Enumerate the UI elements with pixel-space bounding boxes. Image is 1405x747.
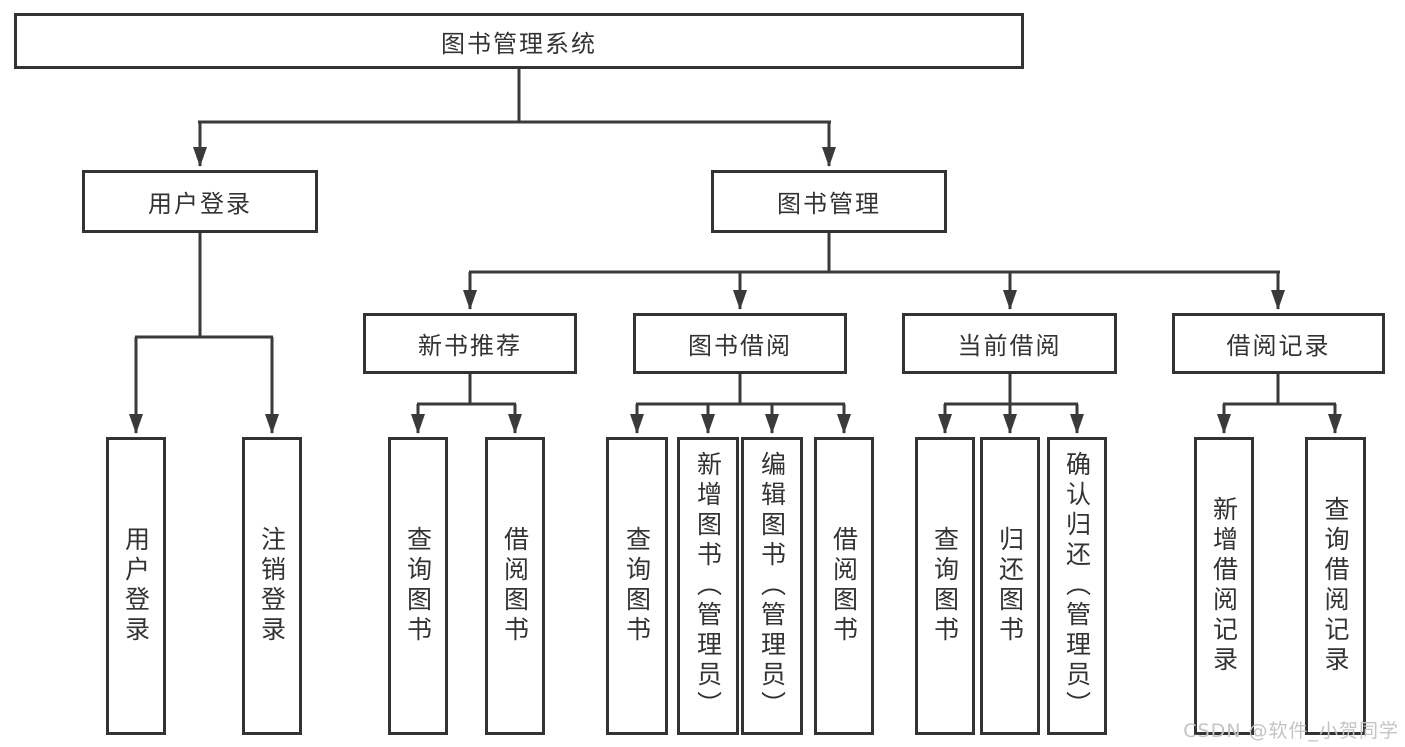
node-label: 新书推荐 — [418, 332, 522, 360]
node-library-system: 图书管理系统 — [14, 13, 1024, 69]
node-label: 借阅图书 — [829, 526, 859, 646]
node-label: 借阅记录 — [1226, 332, 1331, 360]
node-label: 图书借阅 — [688, 332, 792, 360]
node-book-borrow: 图书借阅 — [633, 313, 847, 374]
leaf-query-borrow-record: 查询借阅记录 — [1305, 437, 1366, 735]
node-new-book-recommend: 新书推荐 — [363, 313, 577, 374]
node-current-borrow: 当前借阅 — [902, 313, 1117, 374]
leaf-edit-books-admin: 编辑图书（管理员） — [741, 437, 803, 735]
leaf-user-login: 用户登录 — [106, 437, 166, 735]
leaf-borrow-books: 借阅图书 — [814, 437, 874, 735]
node-label: 用户登录 — [148, 190, 252, 218]
node-label: 新增图书（管理员） — [693, 451, 723, 721]
node-label: 用户登录 — [121, 526, 151, 646]
node-label: 查询借阅记录 — [1321, 496, 1350, 676]
node-label: 确认归还（管理员） — [1062, 451, 1092, 721]
node-user-login: 用户登录 — [82, 170, 318, 233]
leaf-return-books: 归还图书 — [980, 437, 1040, 735]
node-label: 图书管理 — [777, 190, 881, 218]
leaf-add-books-admin: 新增图书（管理员） — [677, 437, 739, 735]
node-label: 编辑图书（管理员） — [757, 451, 787, 721]
leaf-query-books-current: 查询图书 — [915, 437, 975, 735]
watermark: CSDN @软件_小贺同学 — [1183, 720, 1399, 742]
leaf-query-books-borrow: 查询图书 — [606, 437, 668, 735]
node-label: 查询图书 — [403, 526, 433, 646]
leaf-borrow-books-recommend: 借阅图书 — [485, 437, 545, 735]
leaf-logout-login: 注销登录 — [242, 437, 302, 735]
node-label: 借阅图书 — [500, 526, 530, 646]
node-label: 当前借阅 — [957, 332, 1062, 360]
node-label: 注销登录 — [257, 526, 287, 646]
node-book-management: 图书管理 — [711, 170, 947, 233]
leaf-confirm-return-admin: 确认归还（管理员） — [1047, 437, 1107, 735]
node-label: 图书管理系统 — [441, 29, 597, 58]
node-label: 查询图书 — [622, 526, 652, 646]
leaf-add-borrow-record: 新增借阅记录 — [1194, 437, 1254, 735]
leaf-query-books-recommend: 查询图书 — [388, 437, 448, 735]
node-borrow-records: 借阅记录 — [1172, 313, 1385, 374]
node-label: 归还图书 — [995, 526, 1025, 646]
node-label: 新增借阅记录 — [1209, 496, 1239, 676]
node-label: 查询图书 — [930, 526, 960, 646]
